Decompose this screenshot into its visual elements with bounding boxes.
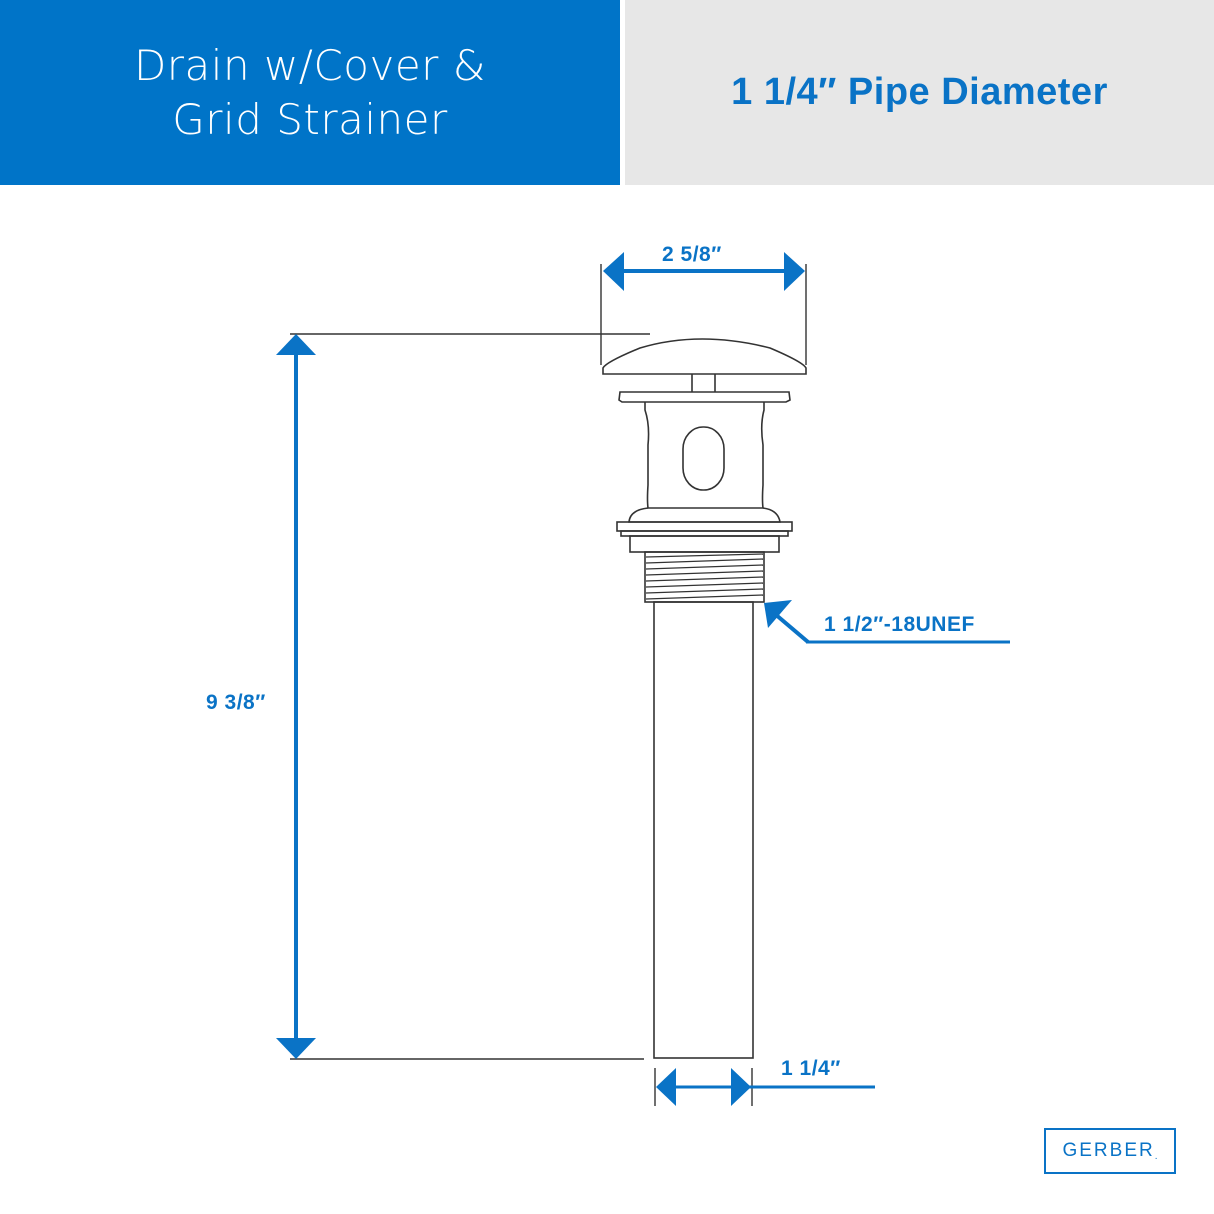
cover-width-label: 2 5/8″ bbox=[662, 243, 722, 266]
thread-lines bbox=[645, 553, 764, 600]
pipe-diameter-heading: 1 1/4″ Pipe Diameter bbox=[731, 71, 1108, 113]
pipe-diameter-label: 1 1/4″ bbox=[781, 1057, 841, 1080]
overall-height-label: 9 3/8″ bbox=[206, 691, 266, 714]
logo-mark: . bbox=[1154, 1151, 1158, 1162]
subtitle-banner: 1 1/4″ Pipe Diameter bbox=[625, 0, 1214, 185]
title-banner: Drain w/Cover & Grid Strainer bbox=[0, 0, 620, 185]
thread-spec-label: 1 1/2″-18UNEF bbox=[824, 613, 975, 636]
drain-body bbox=[602, 338, 807, 603]
logo-text: GERBER bbox=[1062, 1140, 1155, 1161]
tailpiece-pipe bbox=[653, 601, 754, 1059]
title-line-2: Grid Strainer bbox=[172, 94, 448, 144]
dimension-arrows bbox=[276, 252, 1010, 1106]
title-line-1: Drain w/Cover & bbox=[133, 40, 487, 90]
gerber-logo: GERBER. bbox=[1044, 1128, 1176, 1174]
extension-lines bbox=[290, 264, 807, 1106]
